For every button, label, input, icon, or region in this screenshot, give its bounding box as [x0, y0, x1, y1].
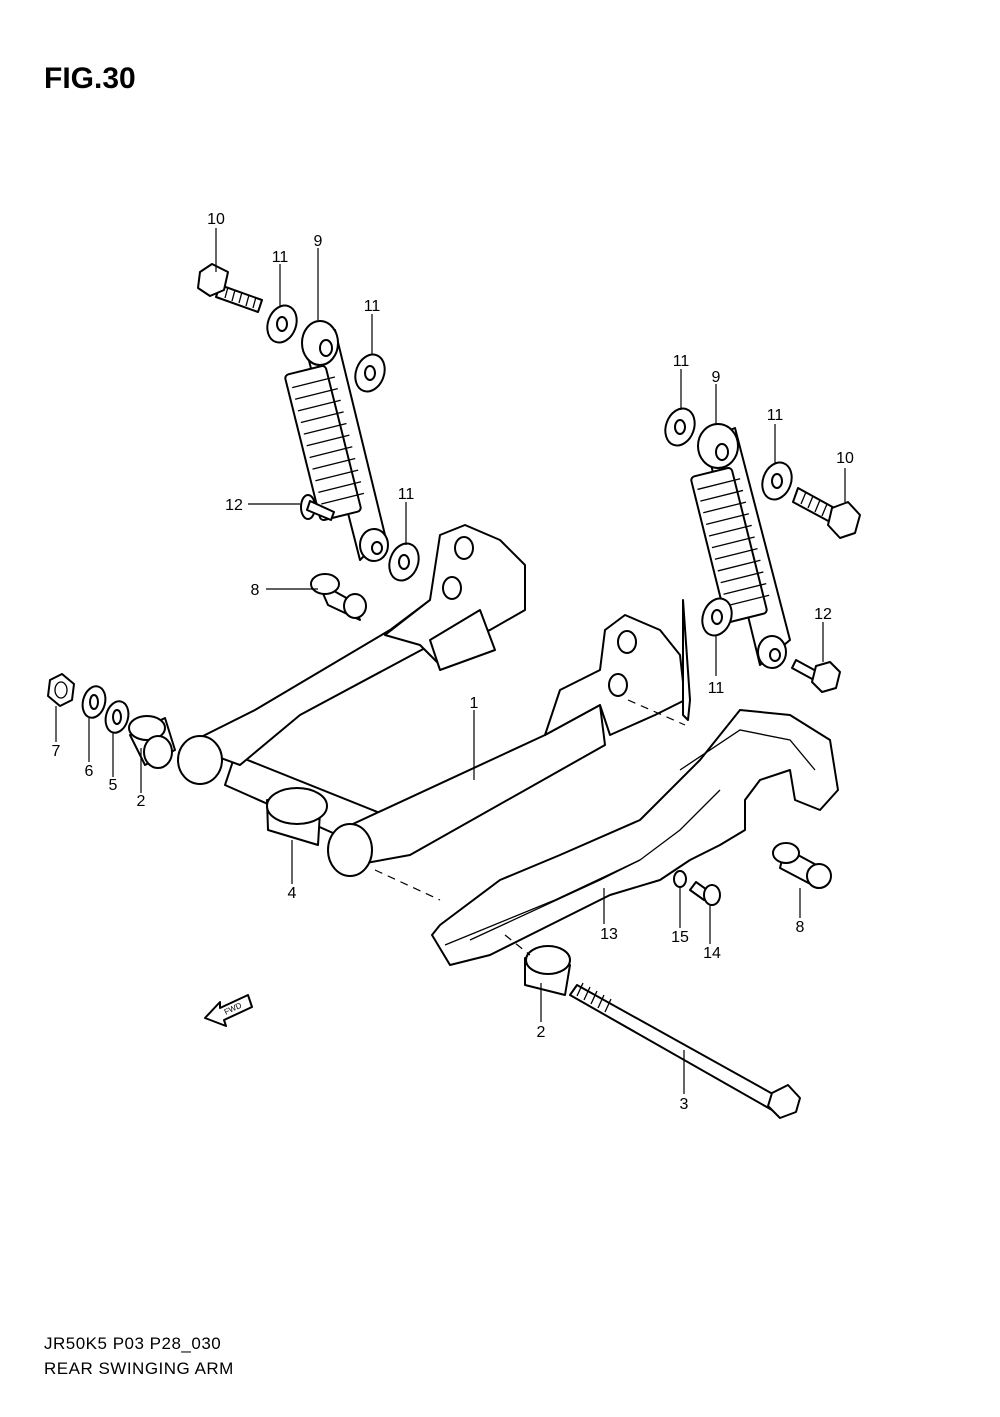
fwd-arrow-icon: FWD: [204, 994, 253, 1027]
callout-13: 13: [600, 926, 618, 943]
leader-lines: [55, 228, 846, 1094]
right-shock-absorber: [690, 423, 791, 669]
callout-10: 10: [836, 450, 854, 467]
callout-11: 11: [673, 353, 690, 370]
callout-11: 11: [398, 486, 415, 503]
callout-11: 11: [364, 298, 381, 315]
callout-2: 2: [137, 793, 146, 810]
collar-8-left: [310, 573, 367, 621]
swing-arm: [177, 524, 686, 877]
callout-labels: 10 11 9 11 12 11 8 7 6 5 2 1 4 11 9 11 1…: [52, 211, 854, 1113]
callout-4: 4: [288, 885, 297, 902]
alignment-line: [374, 869, 441, 901]
chain-guard: [431, 709, 839, 966]
callout-8: 8: [796, 919, 805, 936]
nut-and-washers: [47, 673, 130, 734]
small-bolts: [300, 494, 841, 693]
bushing-2-lower: [524, 945, 571, 996]
diagram-name: REAR SWINGING ARM: [44, 1359, 234, 1378]
callout-11: 11: [272, 249, 289, 266]
callout-9: 9: [712, 369, 721, 386]
callout-5: 5: [109, 777, 118, 794]
callout-12: 12: [814, 606, 832, 623]
left-shock-absorber: [284, 320, 389, 562]
pivot-bolt: [569, 982, 801, 1119]
washers: [266, 304, 793, 637]
callout-7: 7: [52, 743, 61, 760]
small-plate: [682, 599, 691, 721]
callout-3: 3: [680, 1096, 689, 1113]
callout-11: 11: [767, 407, 784, 424]
screw-14-washer-15: [673, 870, 721, 906]
bushing-4: [266, 787, 328, 846]
callout-14: 14: [703, 945, 721, 962]
alignment-line: [627, 699, 686, 726]
model-code: JR50K5 P03 P28_030: [44, 1334, 222, 1353]
callout-11: 11: [708, 680, 725, 697]
callout-2: 2: [537, 1024, 546, 1041]
callout-1: 1: [470, 695, 479, 712]
collar-8-right: [772, 842, 832, 889]
left-upper-bolt: [197, 263, 263, 313]
callout-12: 12: [225, 497, 243, 514]
callout-15: 15: [671, 929, 689, 946]
callout-8: 8: [251, 582, 260, 599]
callout-6: 6: [85, 763, 94, 780]
figure-title: FIG.30: [44, 62, 136, 95]
callout-10: 10: [207, 211, 225, 228]
bushing-2-upper: [128, 715, 176, 769]
alignment-line: [504, 934, 531, 956]
callout-9: 9: [314, 233, 323, 250]
right-upper-bolt: [792, 487, 861, 539]
